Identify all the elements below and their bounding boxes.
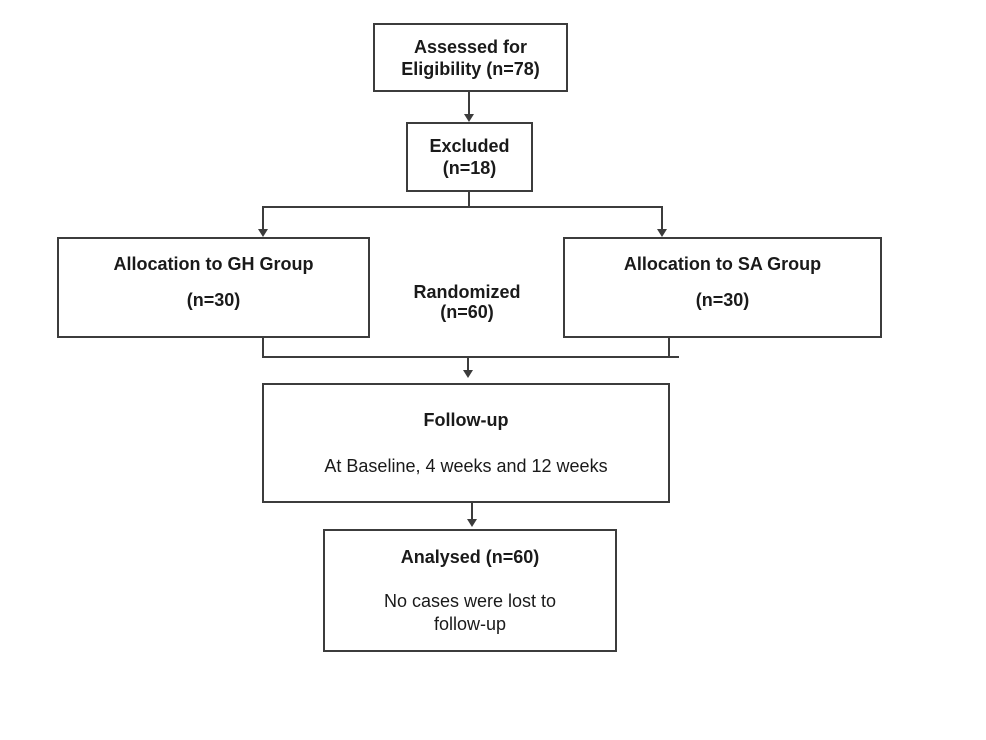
allocation-sa-box: Allocation to SA Group (n=30) — [563, 237, 882, 338]
connector-gh-merge — [262, 337, 264, 358]
down-arrowhead-icon — [463, 370, 473, 378]
down-arrowhead-icon — [258, 229, 268, 237]
connector-branch-gh — [262, 206, 264, 230]
allocation-gh-box: Allocation to GH Group (n=30) — [57, 237, 370, 338]
allocation-sa-count: (n=30) — [695, 289, 750, 310]
connector-branch-sa — [661, 206, 663, 230]
allocation-gh-title: Allocation to GH Group — [113, 253, 314, 274]
assessed-eligibility-box: Assessed for Eligibility (n=78) — [373, 23, 568, 92]
excluded-line2: (n=18) — [442, 158, 497, 178]
down-arrowhead-icon — [657, 229, 667, 237]
connector-assessed-excluded — [468, 91, 470, 115]
connector-followup-analysed — [471, 502, 473, 520]
randomized-line2: (n=60) — [440, 302, 494, 322]
followup-detail: At Baseline, 4 weeks and 12 weeks — [324, 456, 608, 476]
assessed-line2: Eligibility (n=78) — [401, 58, 540, 79]
branch-horizontal-line — [262, 206, 663, 208]
connector-merge-followup — [467, 356, 469, 371]
allocation-gh-count: (n=30) — [186, 289, 241, 310]
analysed-detail-line1: No cases were lost to — [383, 590, 557, 611]
followup-box: Follow-up At Baseline, 4 weeks and 12 we… — [262, 383, 670, 503]
merge-horizontal-line — [262, 356, 679, 358]
connector-sa-merge — [668, 337, 670, 358]
analysed-box: Analysed (n=60) No cases were lost to fo… — [323, 529, 617, 652]
followup-title: Follow-up — [423, 410, 509, 430]
randomized-label: Randomized (n=60) — [377, 280, 557, 324]
excluded-box: Excluded (n=18) — [406, 122, 533, 192]
connector-excluded-branch — [468, 192, 470, 208]
down-arrowhead-icon — [464, 114, 474, 122]
analysed-title: Analysed (n=60) — [400, 546, 540, 567]
assessed-line1: Assessed for — [413, 36, 528, 57]
analysed-detail-line2: follow-up — [433, 613, 507, 634]
analysed-detail: No cases were lost to follow-up — [384, 590, 556, 636]
excluded-line1: Excluded — [429, 136, 510, 156]
allocation-sa-title: Allocation to SA Group — [623, 253, 822, 274]
down-arrowhead-icon — [467, 519, 477, 527]
randomized-line1: Randomized — [413, 282, 521, 302]
